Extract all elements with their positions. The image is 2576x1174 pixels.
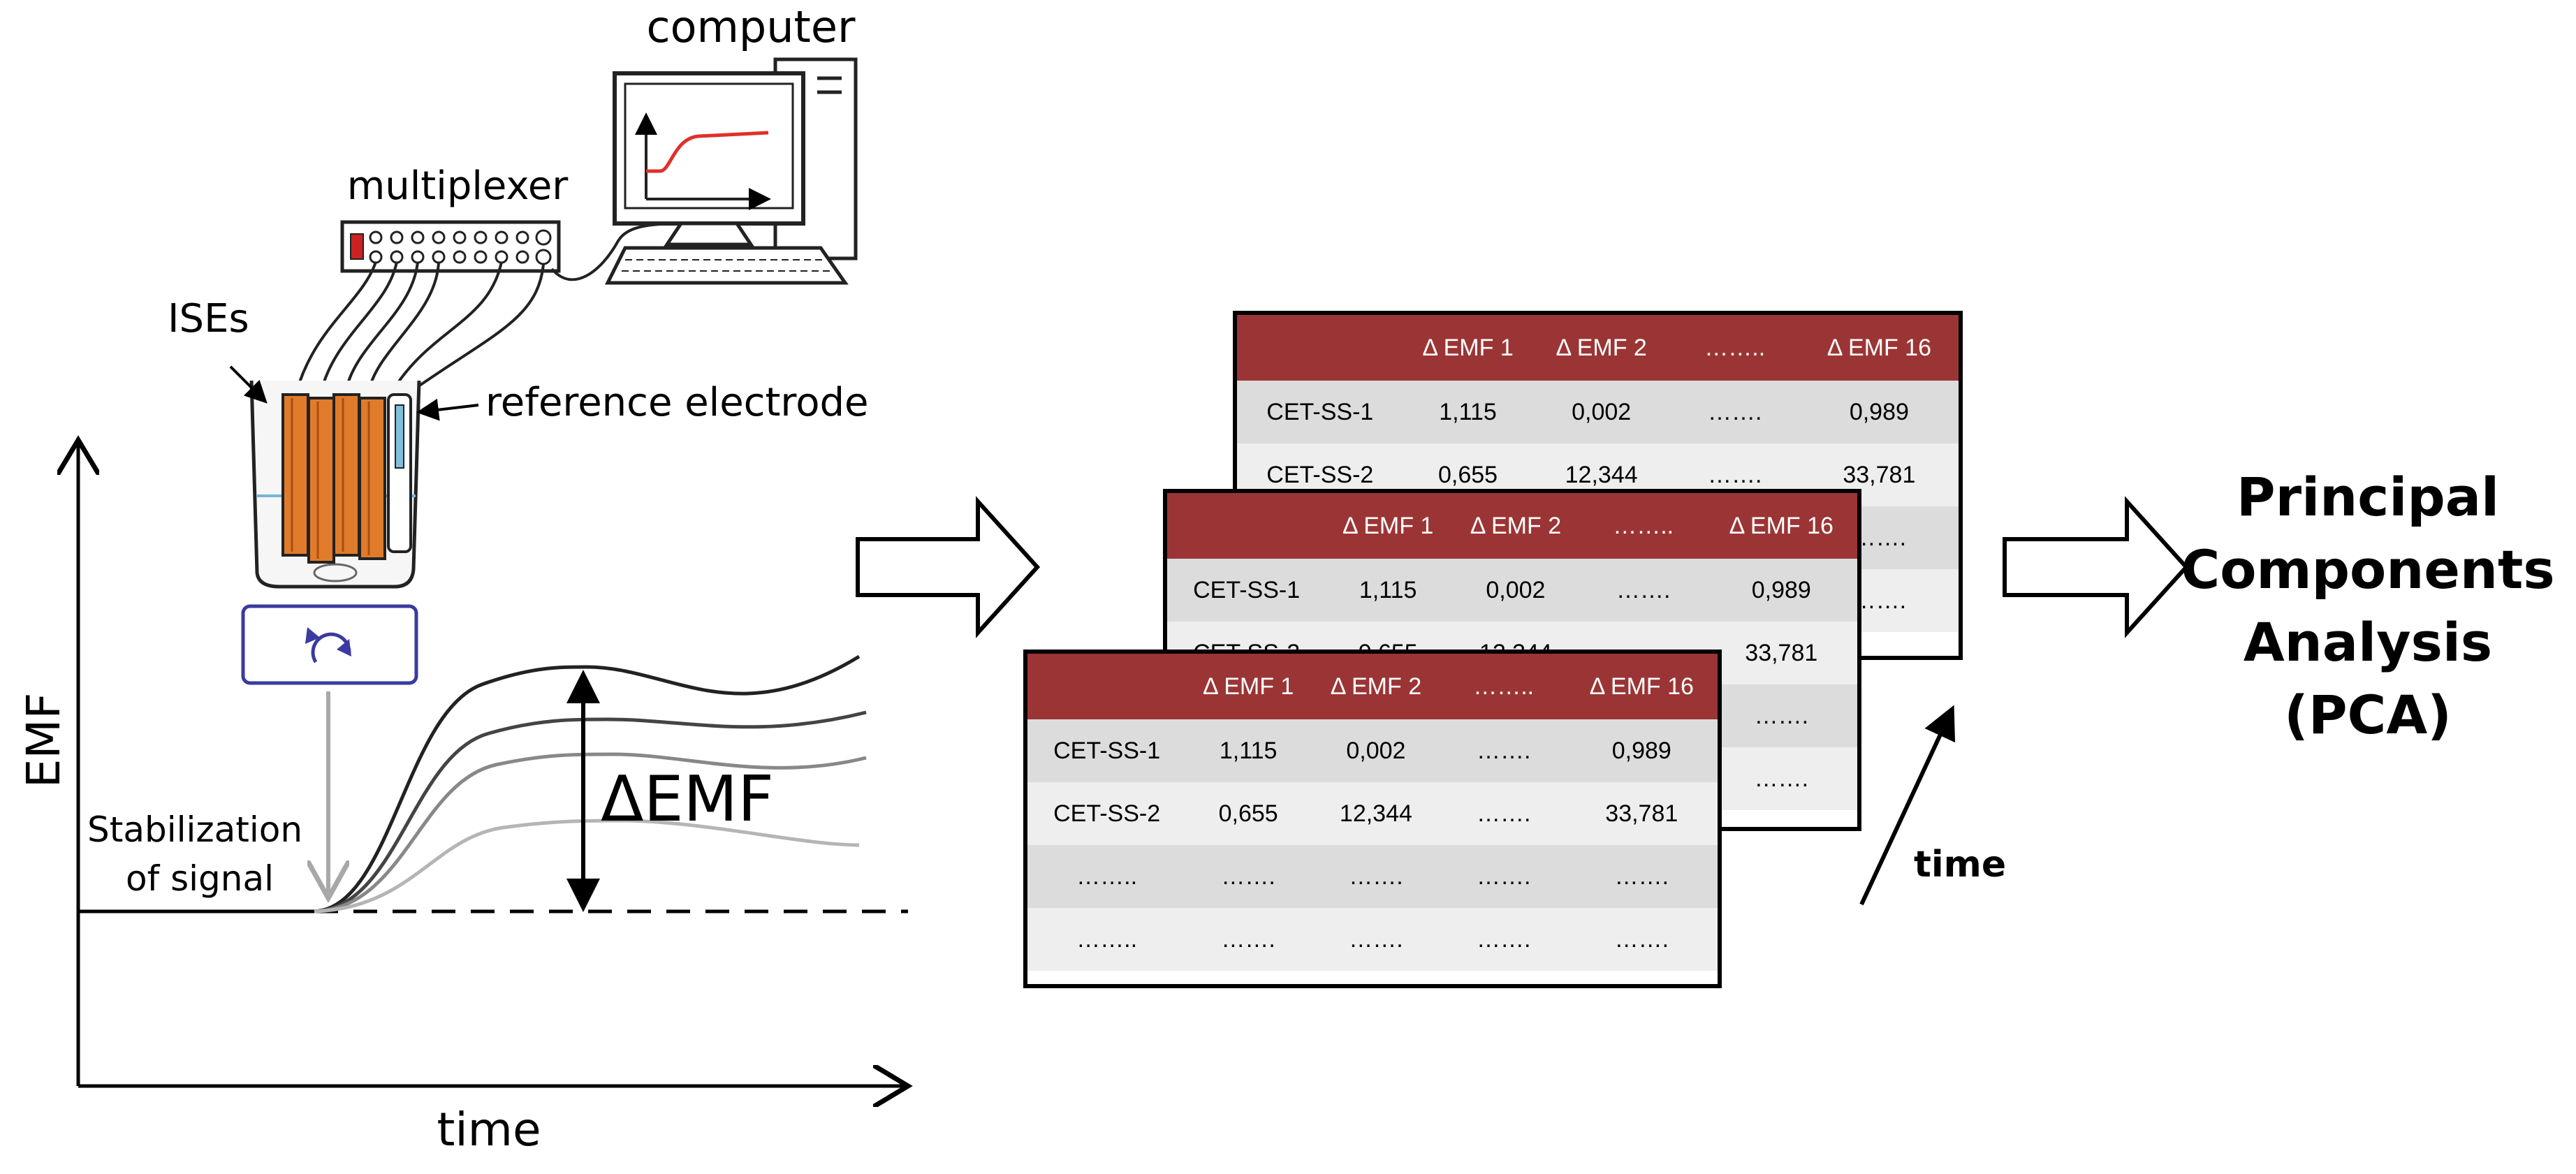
header-cell: Δ EMF 2	[1450, 493, 1581, 559]
table-cell: …….	[1565, 908, 1718, 971]
pca-line-2: Components	[2181, 538, 2555, 601]
table-cell: 0,989	[1705, 559, 1857, 622]
multiplexer-icon	[340, 220, 561, 273]
pca-line-4: (PCA)	[2284, 684, 2452, 746]
table-cell: 0,989	[1799, 381, 1959, 443]
table-cell: …….	[1441, 782, 1566, 845]
header-cell: Δ EMF 16	[1799, 315, 1959, 381]
table-cell: 1,115	[1403, 381, 1533, 443]
computer-cable	[550, 222, 699, 281]
table-cell: 33,781	[1705, 622, 1857, 684]
table-cell: …….	[1581, 559, 1706, 622]
table-cell: CET-SS-1	[1167, 559, 1326, 622]
response-curve-1	[314, 654, 861, 913]
header-cell: Δ EMF 1	[1403, 315, 1533, 381]
table-cell: …….	[1669, 381, 1800, 443]
reference-pointer	[416, 398, 479, 421]
beaker-icon	[249, 380, 421, 589]
stabilization-label-2: of signal	[126, 858, 274, 899]
table-cell: …….	[1310, 845, 1442, 908]
delta-emf-label: ΔEMF	[601, 763, 774, 836]
header-cell: Δ EMF 2	[1310, 654, 1442, 719]
reference-electrode-label: reference electrode	[485, 380, 868, 425]
response-curve-3	[314, 752, 867, 913]
table-row: CET-SS-1 1,115 0,002 ……. 0,989	[1167, 559, 1857, 622]
table-cell: …….	[1186, 908, 1311, 971]
table-cell: 1,115	[1326, 559, 1451, 622]
table-grid: Δ EMF 1 Δ EMF 2 …….. Δ EMF 16 CET-SS-1 1…	[1027, 654, 1718, 971]
stabilization-label-1: Stabilization	[87, 809, 302, 850]
table-row: CET-SS-2 0,655 12,344 ……. 33,781	[1237, 443, 1959, 506]
table-cell: 12,344	[1310, 782, 1442, 845]
table-cell: …….	[1441, 908, 1566, 971]
header-cell	[1237, 315, 1403, 381]
table-cell: 0,002	[1532, 381, 1670, 443]
monitor-curve	[646, 131, 769, 173]
ise-electrodes	[281, 393, 386, 564]
header-cell: ……..	[1581, 493, 1706, 559]
data-table-front: Δ EMF 1 Δ EMF 2 …….. Δ EMF 16 CET-SS-1 1…	[1023, 650, 1722, 988]
table-cell: …….	[1310, 908, 1442, 971]
electrode-wires	[295, 261, 545, 399]
table-row: CET-SS-2 0,655 12,344 ……. 33,781	[1027, 782, 1718, 845]
table-row: …….. ……. ……. ……. …….	[1027, 908, 1718, 971]
computer-icon	[604, 57, 858, 285]
table-row: CET-SS-1 1,115 0,002 ……. 0,989	[1237, 381, 1959, 443]
header-cell	[1167, 493, 1326, 559]
table-row: CET-SS-1 1,115 0,002 ……. 0,989	[1027, 719, 1718, 782]
reference-electrode-icon	[387, 393, 412, 553]
header-cell	[1027, 654, 1187, 719]
table-cell: ……..	[1027, 845, 1187, 908]
header-cell: Δ EMF 1	[1186, 654, 1311, 719]
table-cell: CET-SS-2	[1027, 782, 1187, 845]
ises-label: ISEs	[168, 296, 249, 342]
header-cell: Δ EMF 2	[1532, 315, 1670, 381]
table-row: …….. ……. ……. ……. …….	[1027, 845, 1718, 908]
block-arrow-left	[856, 496, 1041, 638]
block-arrow-right	[2003, 496, 2190, 638]
table-cell: …….	[1705, 684, 1857, 747]
stirrer-icon	[241, 604, 418, 685]
emf-time-plot	[78, 440, 908, 1086]
header-cell: Δ EMF 16	[1565, 654, 1718, 719]
table-cell: 33,781	[1565, 782, 1718, 845]
time-arrow	[1859, 705, 1956, 906]
pca-line-1: Principal	[2236, 466, 2500, 528]
response-curve-2	[314, 710, 867, 913]
table-cell: …….	[1441, 845, 1566, 908]
header-cell: ……..	[1441, 654, 1566, 719]
computer-label: computer	[646, 1, 856, 52]
emf-axis-label: EMF	[17, 693, 71, 788]
table-cell: 1,115	[1186, 719, 1311, 782]
table-cell: ……..	[1027, 908, 1187, 971]
table-cell: 0,002	[1310, 719, 1442, 782]
table-header-row: Δ EMF 1 Δ EMF 2 …….. Δ EMF 16	[1237, 315, 1959, 381]
table-cell: CET-SS-1	[1027, 719, 1187, 782]
header-cell: Δ EMF 1	[1326, 493, 1451, 559]
time-arrow-label: time	[1914, 844, 2006, 886]
response-curve-4	[314, 819, 860, 913]
header-cell: ……..	[1669, 315, 1800, 381]
table-cell: …….	[1441, 719, 1566, 782]
ises-pointer	[229, 365, 268, 404]
pca-line-3: Analysis	[2243, 611, 2493, 673]
pca-label: Principal Components Analysis (PCA)	[2165, 461, 2570, 751]
time-axis-label: time	[437, 1103, 541, 1157]
table-cell: …….	[1186, 845, 1311, 908]
table-cell: 0,002	[1450, 559, 1581, 622]
table-cell: CET-SS-1	[1237, 381, 1403, 443]
multiplexer-label: multiplexer	[347, 163, 569, 209]
table-header-row: Δ EMF 1 Δ EMF 2 …….. Δ EMF 16	[1167, 493, 1857, 559]
table-cell: 0,655	[1186, 782, 1311, 845]
header-cell: Δ EMF 16	[1705, 493, 1857, 559]
table-cell: …….	[1705, 747, 1857, 810]
table-cell: …….	[1565, 845, 1718, 908]
table-cell: 0,989	[1565, 719, 1718, 782]
table-header-row: Δ EMF 1 Δ EMF 2 …….. Δ EMF 16	[1027, 654, 1718, 719]
